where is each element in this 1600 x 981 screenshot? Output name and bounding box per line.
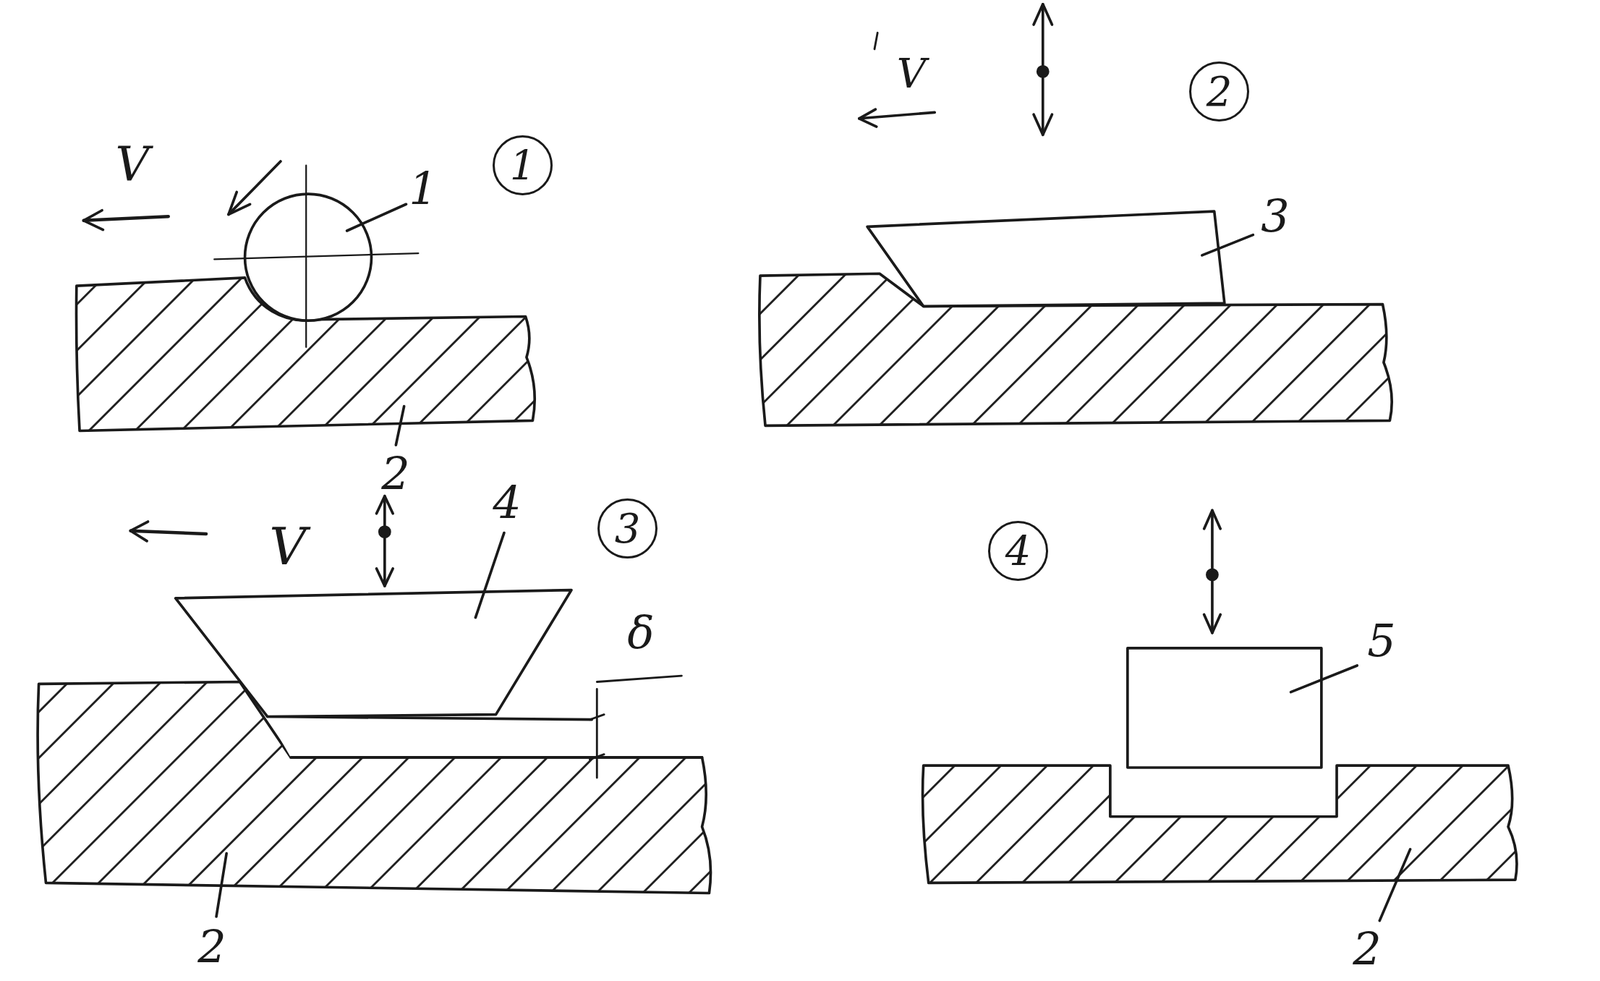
removed-layer	[267, 716, 593, 757]
callout-label: V	[269, 520, 306, 573]
tool	[175, 590, 572, 717]
panel-number: 2	[1206, 71, 1233, 113]
wedge-tool	[867, 211, 1225, 306]
callout-label: δ	[627, 610, 654, 656]
panel-number-circle: 1	[492, 135, 553, 196]
panel-number-circle: 2	[1189, 61, 1250, 122]
panel-number: 3	[614, 508, 641, 550]
panel-number: 1	[509, 145, 536, 186]
callout-label: 4	[492, 480, 521, 526]
panel-number-circle: 4	[988, 520, 1049, 581]
callout-label: 2	[1352, 926, 1381, 972]
panel-number-circle: 3	[597, 498, 658, 559]
callout-label: 2	[197, 924, 226, 970]
punch-tool	[1127, 648, 1322, 768]
callout-label: V	[896, 53, 926, 95]
callout-label: V	[115, 140, 150, 188]
callout-label: 3	[1260, 193, 1289, 239]
callout-label: 5	[1367, 618, 1396, 664]
callout-label: 2	[381, 451, 410, 497]
panel-number: 4	[1005, 530, 1032, 572]
workpiece	[922, 765, 1517, 883]
callout-label: 1	[408, 166, 437, 212]
